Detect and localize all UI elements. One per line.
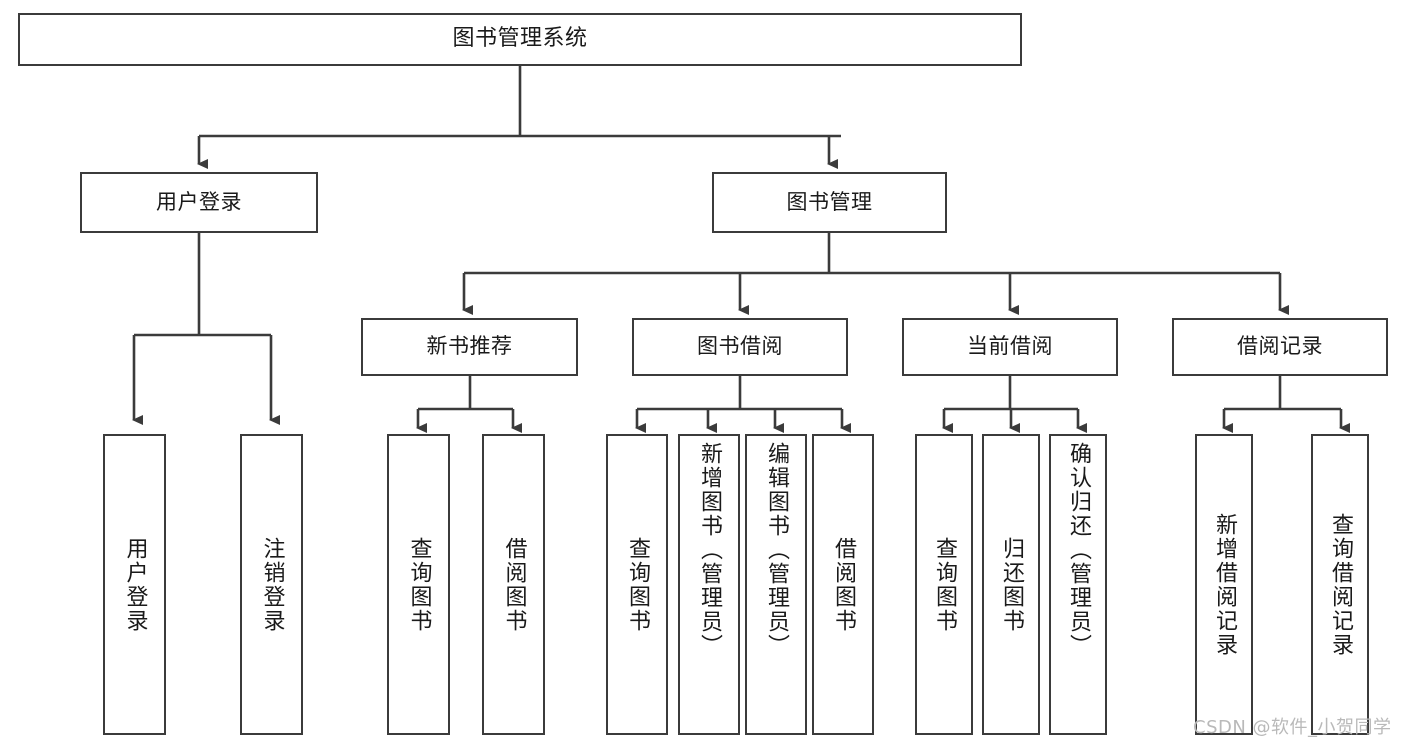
node-book-borrow[interactable]: 图书借阅: [632, 318, 848, 376]
node-label: 图书管理: [786, 189, 873, 214]
leaf-current-return-book[interactable]: 归还图书: [982, 434, 1040, 735]
node-label: 确认归还（管理员）: [1065, 442, 1091, 658]
node-label: 借阅记录: [1237, 334, 1323, 359]
leaf-borrow-add-book-admin[interactable]: 新增图书（管理员）: [678, 434, 740, 735]
leaf-new-book-borrow[interactable]: 借阅图书: [482, 434, 545, 735]
node-label: 新增图书（管理员）: [696, 442, 722, 658]
node-label: 图书借阅: [697, 334, 783, 359]
leaf-current-query-book[interactable]: 查询图书: [915, 434, 973, 735]
node-label: 新增借阅记录: [1211, 512, 1237, 657]
node-label: 借阅图书: [830, 536, 856, 633]
node-new-book-recommend[interactable]: 新书推荐: [361, 318, 578, 376]
node-label: 查询图书: [624, 536, 650, 633]
node-book-management[interactable]: 图书管理: [712, 172, 947, 233]
leaf-borrow-edit-book-admin[interactable]: 编辑图书（管理员）: [745, 434, 807, 735]
leaf-record-add-record[interactable]: 新增借阅记录: [1195, 434, 1253, 735]
node-label: 查询图书: [931, 536, 957, 633]
node-label: 当前借阅: [967, 334, 1053, 359]
node-current-borrow[interactable]: 当前借阅: [902, 318, 1118, 376]
node-root-system[interactable]: 图书管理系统: [18, 13, 1022, 66]
node-label: 注销登录: [259, 536, 285, 633]
leaf-user-login-login[interactable]: 用户登录: [103, 434, 166, 735]
leaf-current-confirm-return-admin[interactable]: 确认归还（管理员）: [1049, 434, 1107, 735]
leaf-borrow-borrow-book[interactable]: 借阅图书: [812, 434, 874, 735]
node-label: 编辑图书（管理员）: [763, 442, 789, 658]
node-label: 查询图书: [406, 536, 432, 633]
node-label: 新书推荐: [426, 334, 513, 359]
node-label: 借阅图书: [501, 536, 527, 633]
node-label: 用户登录: [156, 189, 242, 214]
node-label: 用户登录: [122, 536, 148, 633]
leaf-user-login-logout[interactable]: 注销登录: [240, 434, 303, 735]
node-label: 查询借阅记录: [1327, 512, 1353, 657]
leaf-new-book-query[interactable]: 查询图书: [387, 434, 450, 735]
leaf-borrow-query-book[interactable]: 查询图书: [606, 434, 668, 735]
leaf-record-query-record[interactable]: 查询借阅记录: [1311, 434, 1369, 735]
node-label: 图书管理系统: [452, 26, 588, 52]
node-label: 归还图书: [998, 536, 1024, 633]
node-user-login[interactable]: 用户登录: [80, 172, 318, 233]
node-borrow-record[interactable]: 借阅记录: [1172, 318, 1388, 376]
